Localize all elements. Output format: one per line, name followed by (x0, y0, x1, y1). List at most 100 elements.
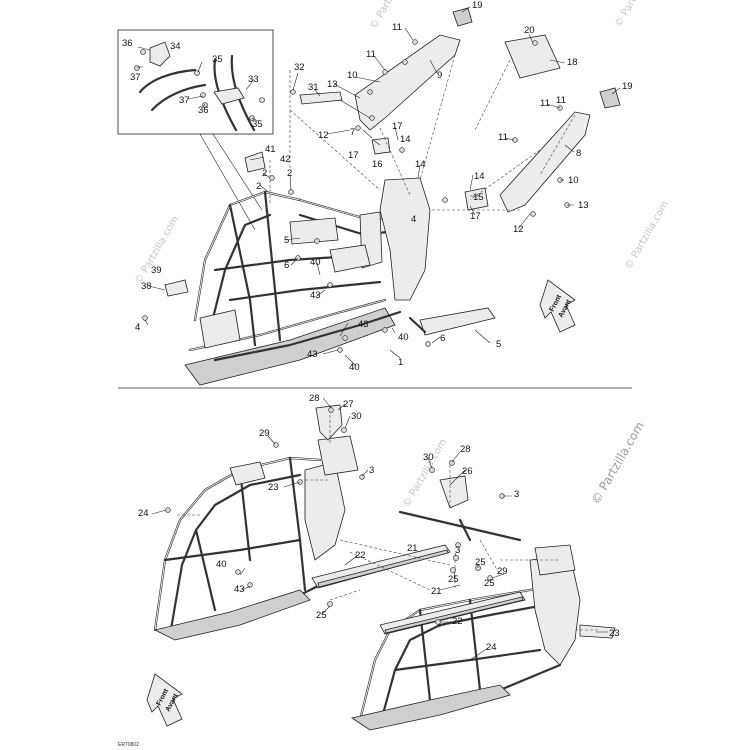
callout-35b: 35 (252, 119, 263, 130)
callout-5b: 5 (496, 339, 501, 350)
lower-callouts: 28 27 30 29 3 23 24 30 28 26 3 22 3 21 2… (138, 393, 620, 653)
upper-leader-lines (137, 6, 621, 367)
callout-7: 7 (350, 127, 355, 138)
upper-bracket-14 (464, 187, 489, 211)
callout-4: 4 (411, 214, 416, 225)
callout-28: 28 (309, 393, 320, 404)
upper-assembly-lines (269, 54, 576, 211)
callout-24: 24 (138, 508, 149, 519)
upper-assembly-view: © Partzilla.com © Partzilla.com © Partzi… (117, 0, 671, 386)
bracket-26 (439, 475, 469, 509)
callout-2c: 2 (256, 181, 261, 192)
callout-34: 34 (170, 41, 181, 52)
callout-11: 11 (392, 22, 402, 33)
callout-22b: 22 (452, 616, 463, 627)
callout-21: 21 (407, 543, 418, 554)
callout-18: 18 (567, 57, 578, 68)
callout-40b: 40 (398, 332, 409, 343)
callout-11c: 11 (540, 98, 550, 109)
callout-2b: 2 (287, 168, 292, 179)
callout-10b: 10 (568, 175, 579, 186)
callout-9: 9 (437, 70, 442, 81)
callout-14b: 14 (415, 159, 426, 170)
rail-21-right-inner (384, 596, 524, 634)
lower-right-skid (351, 684, 511, 731)
callout-3b: 3 (514, 489, 519, 500)
callout-19b: 19 (622, 81, 633, 92)
callout-42: 42 (280, 154, 291, 165)
upper-clip-19a (452, 7, 473, 27)
callout-11e: 11 (556, 95, 566, 106)
upper-subframe-9 (354, 34, 461, 131)
callout-23: 23 (268, 482, 279, 493)
upper-bracket-38 (164, 279, 189, 297)
callout-17: 17 (348, 150, 359, 161)
callout-2: 2 (262, 168, 267, 179)
callout-17c: 17 (392, 121, 403, 132)
lower-left-skid (153, 589, 311, 641)
callout-5: 5 (284, 235, 289, 246)
callout-28b: 28 (460, 444, 471, 455)
callout-37b: 37 (179, 95, 190, 106)
callout-40d: 40 (216, 559, 227, 570)
lower-screws (165, 407, 505, 625)
callout-14: 14 (400, 134, 411, 145)
upper-callouts: 36 34 35 37 33 37 36 35 32 31 13 10 12 1… (122, 0, 633, 373)
callout-27: 27 (343, 399, 354, 410)
callout-14c: 14 (474, 171, 485, 182)
front-arrow-upper: Front Avant (539, 279, 576, 333)
callout-25d: 25 (316, 610, 327, 621)
callout-31: 31 (308, 82, 319, 93)
callout-11b: 11 (366, 49, 376, 60)
upper-frame (184, 177, 496, 386)
upper-footrest (419, 307, 496, 336)
callout-29: 29 (259, 428, 270, 439)
lower-left-upper-block (317, 435, 359, 476)
callout-38: 38 (141, 281, 152, 292)
callout-43d: 43 (234, 584, 245, 595)
watermark-lower-right: © Partzilla.com (588, 419, 646, 506)
upper-bracket-31 (299, 91, 343, 105)
callout-3: 3 (369, 465, 374, 476)
callout-1: 1 (398, 357, 403, 368)
upper-rear-tower (379, 177, 431, 301)
bracket-27 (315, 404, 343, 441)
upper-mid-bracket (329, 244, 371, 273)
callout-21b: 21 (431, 586, 442, 597)
lower-leader-lines (151, 397, 608, 661)
callout-43c: 43 (307, 349, 318, 360)
callout-10: 10 (347, 70, 358, 81)
lower-right-frame (351, 544, 616, 731)
upper-bracket-42 (244, 151, 266, 173)
callout-41: 41 (265, 144, 276, 155)
callout-29b: 29 (497, 566, 508, 577)
callout-25: 25 (448, 574, 459, 585)
callout-12b: 12 (513, 224, 524, 235)
callout-24b: 24 (486, 642, 497, 653)
callout-20: 20 (524, 25, 535, 36)
callout-33: 33 (248, 74, 259, 85)
callout-22: 22 (355, 550, 366, 561)
callout-25b: 25 (475, 557, 486, 568)
inset-bracket-34 (149, 41, 171, 67)
front-arrow-lower: Front Avant (146, 673, 183, 727)
rail-21-left-inner (317, 549, 449, 588)
inset-bracket-33 (213, 87, 245, 105)
upper-screws (142, 39, 570, 353)
callout-36b: 36 (198, 105, 209, 116)
callout-40c: 40 (349, 362, 360, 373)
callout-13: 13 (327, 79, 338, 90)
callout-4b: 4 (135, 322, 140, 333)
callout-26: 26 (462, 466, 473, 477)
lower-left-frame (153, 435, 359, 641)
watermark-right-edge: © Partzilla.com (623, 199, 671, 271)
callout-13b: 13 (578, 200, 589, 211)
callout-3c: 3 (455, 545, 460, 556)
lower-left-tower (304, 461, 346, 561)
callout-17b: 17 (470, 211, 481, 222)
watermark-top-right: © Partzilla.com (613, 0, 661, 30)
callout-35: 35 (212, 54, 223, 65)
upper-bracket-16 (371, 137, 391, 155)
callout-11d: 11 (498, 132, 508, 143)
callout-23b: 23 (609, 628, 620, 639)
